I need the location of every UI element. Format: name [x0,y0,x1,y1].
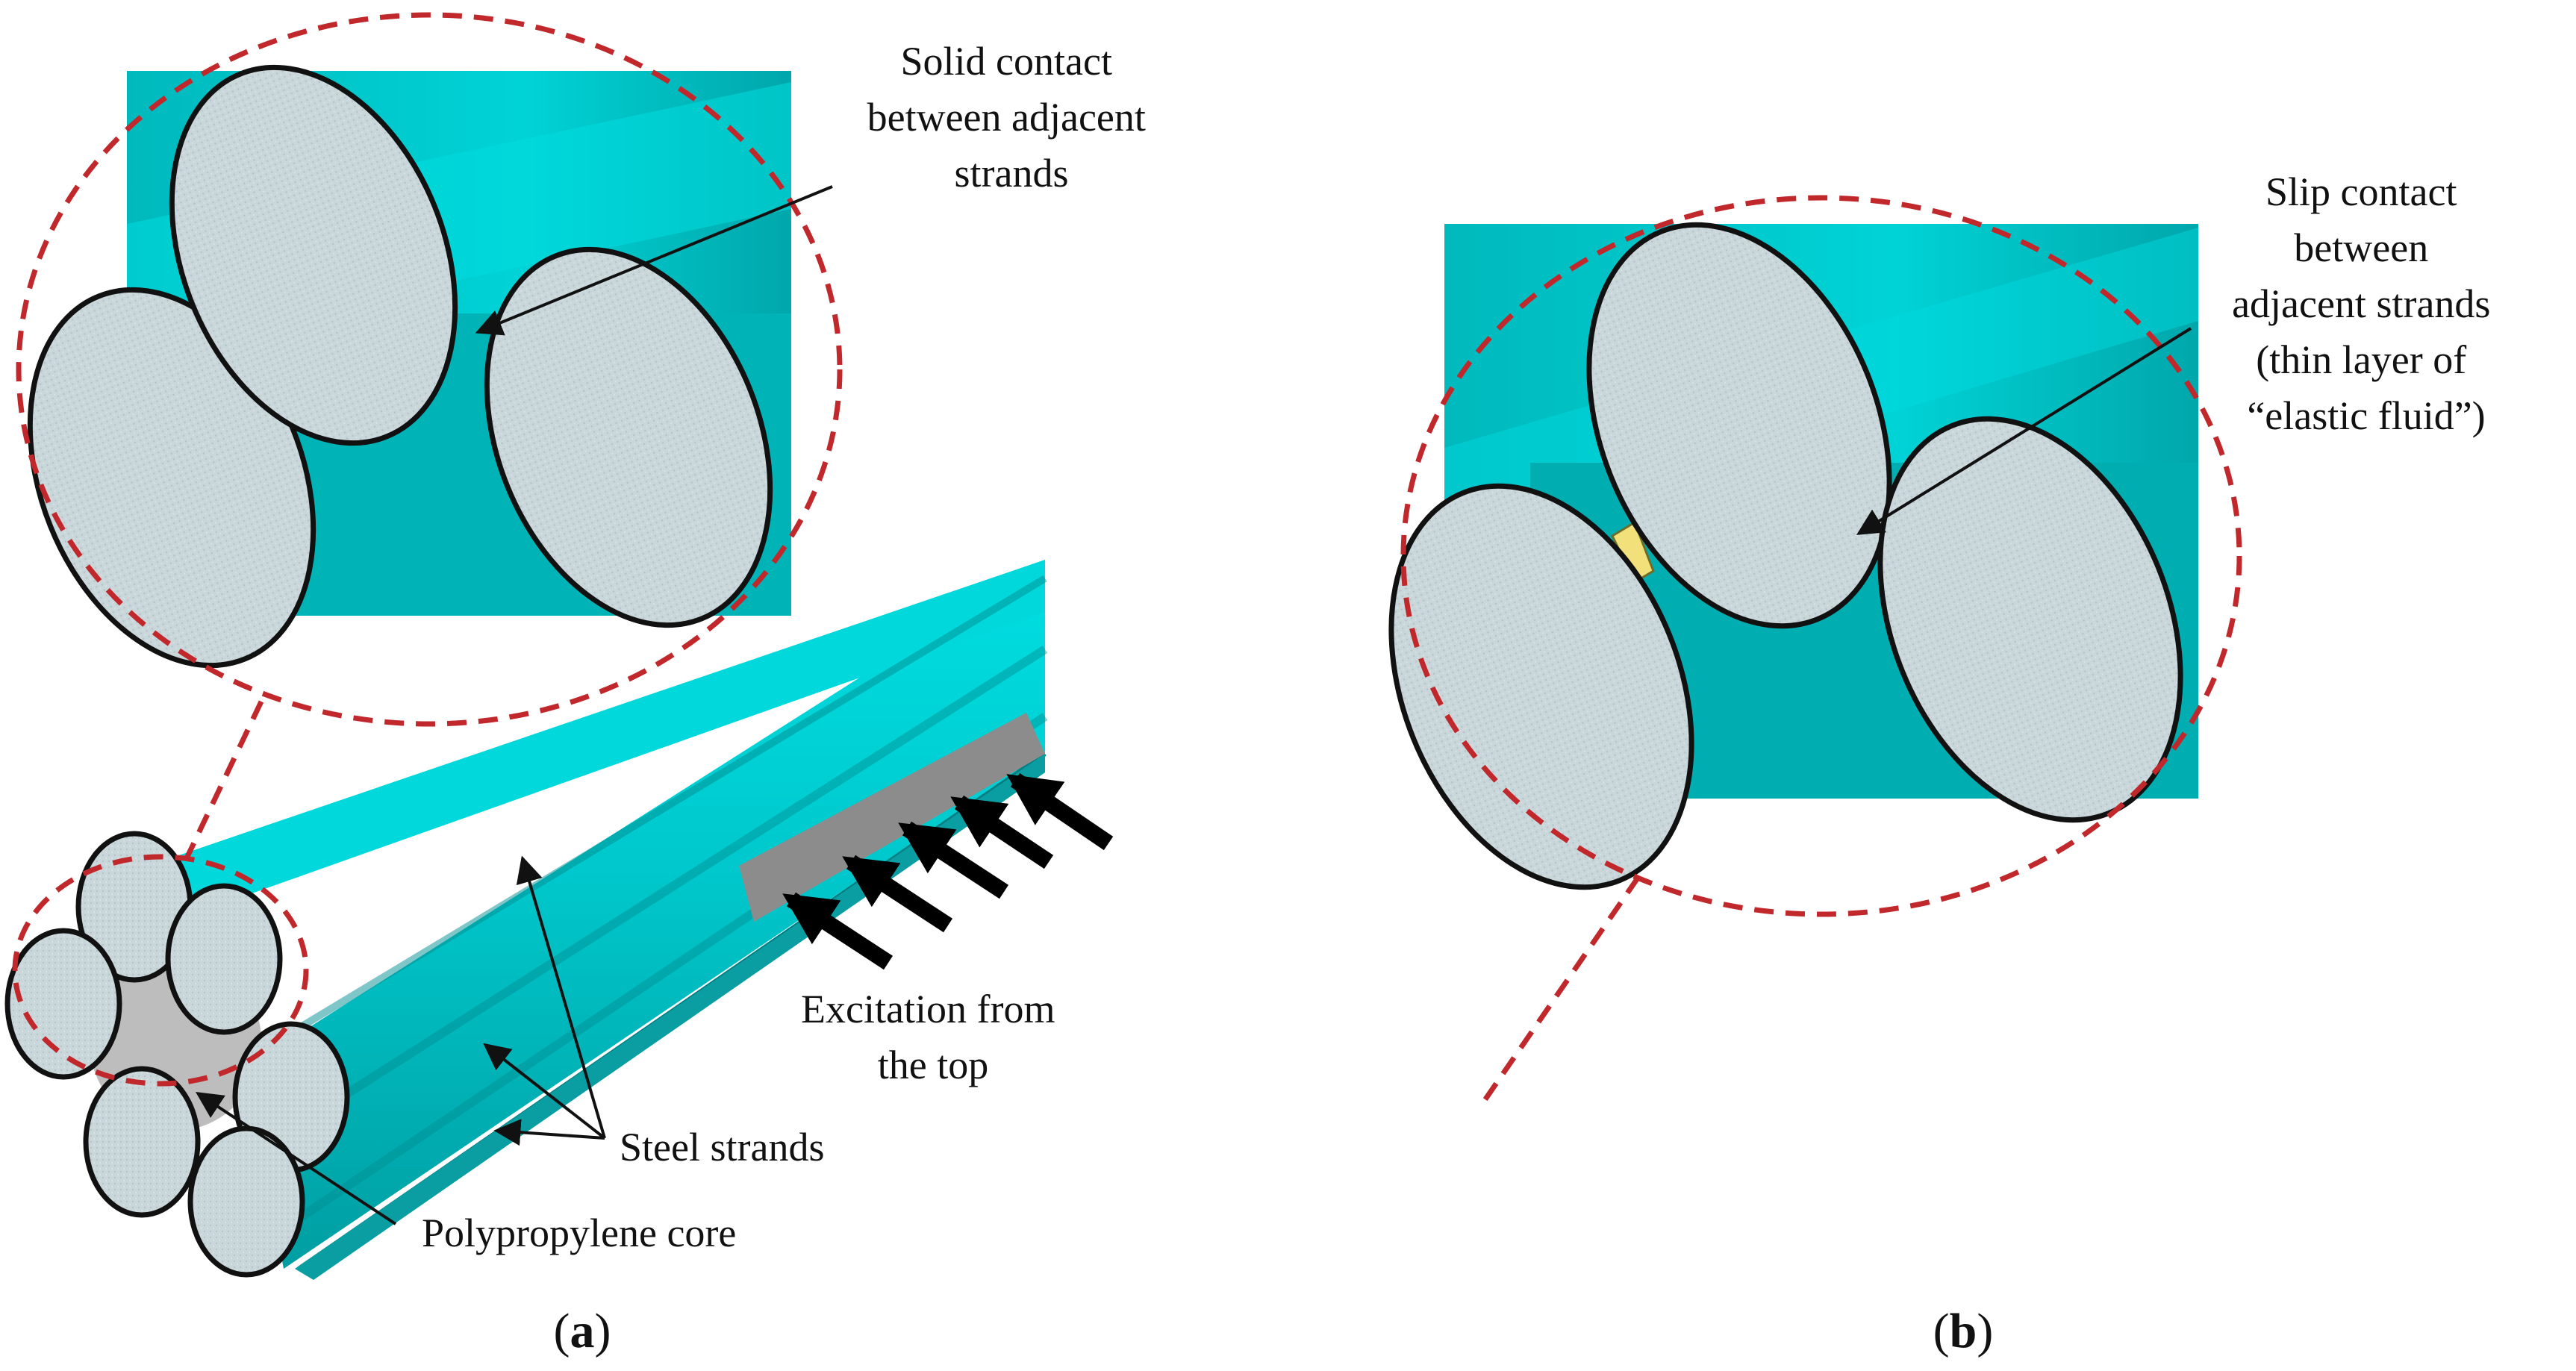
strand-section-zoom [484,246,773,628]
solid-contact-label: Solid contact between adjacent strands [867,39,1156,196]
panel-b: Slip contact between adjacent strands (t… [1388,169,2501,1358]
strand-section-zoom [1586,222,1892,629]
strand-section-zoom [169,64,458,446]
strand-section [187,1125,305,1278]
strand-section [83,1066,201,1218]
cable-cross-section [4,831,350,1278]
panel-a: Solid contact between adjacent strands E… [4,12,1156,1358]
polypropylene-core-label: Polypropylene core [422,1211,736,1255]
slip-contact-leader [1856,327,2192,535]
annotation-leaders-a [195,185,833,1225]
steel-strands-label: Steel strands [620,1125,824,1169]
strand-section-zoom [1388,483,1694,890]
zoom-detail-a [16,12,843,727]
strand-section [165,883,283,1035]
detail-connector [184,700,264,860]
zoom-detail-b [1388,195,2242,1106]
detail-connector-b [1479,875,1641,1106]
detail-circle-b [1400,195,2242,917]
detail-circle-large [16,12,843,727]
strand-section [4,928,122,1080]
caption-b: (b) [1933,1304,1994,1358]
detail-circle-small [12,854,309,1087]
excitation-patch [739,713,1045,922]
caption-a: (a) [554,1304,611,1358]
excitation-label: Excitation from the top [801,987,1065,1087]
excitation-arrows [782,772,1114,970]
slip-contact-label: Slip contact between adjacent strands (t… [2232,169,2501,438]
